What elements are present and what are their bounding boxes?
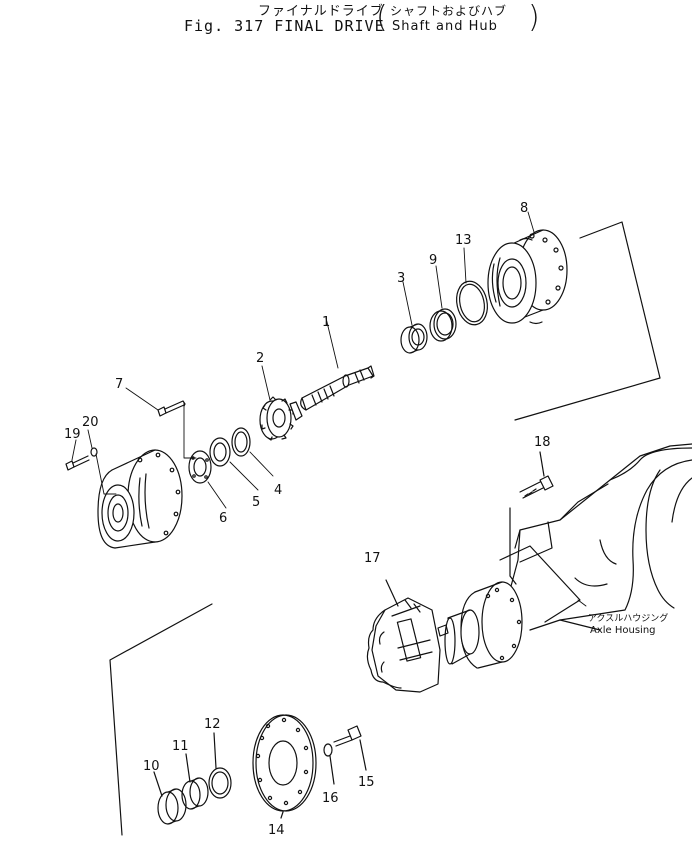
planet-carrier-housing: [97, 449, 183, 549]
axle-housing: [437, 443, 692, 669]
part-10-bearing-race: [153, 771, 187, 825]
title-english: Fig. 317 FINAL DRIVE: [184, 17, 385, 35]
callout-17: 17: [364, 551, 381, 566]
callout-6: 6: [219, 511, 227, 526]
part-18-bolt: [509, 451, 554, 585]
part-5-thrust-washer: [209, 437, 231, 467]
part-9-bearing-race: [429, 308, 457, 342]
part-6-cover-plate: [188, 450, 212, 484]
callout-13: 13: [455, 233, 472, 248]
callout-10: 10: [143, 759, 160, 774]
callout-7: 7: [115, 377, 123, 392]
callout-4: 4: [274, 483, 282, 498]
subtitle-english: Shaft and Hub: [392, 19, 498, 34]
callout-14: 14: [268, 823, 285, 838]
part-13-o-ring: [456, 280, 488, 326]
title-japanese: ファイナルドライブ: [258, 4, 384, 19]
part-2-gear: [259, 396, 303, 441]
part-19-bolt: [65, 455, 90, 471]
part-8-hub: [487, 229, 568, 325]
part-15-bolt: [333, 725, 367, 771]
callout-5: 5: [252, 495, 260, 510]
axle-housing-label-jp: アクスルハウジング: [588, 612, 668, 624]
part-16-washer: [323, 743, 335, 785]
assembly-boundary-lower: [109, 603, 213, 836]
figure-title: ファイナルドライブ Fig. 317 FINAL DRIVE ( シャフトおよび…: [180, 0, 550, 44]
part-20-washer: [90, 447, 98, 457]
callout-8: 8: [520, 201, 528, 216]
part-4-thrust-washer: [231, 427, 251, 457]
callout-15: 15: [358, 775, 375, 790]
assembly-boundary-upper: [514, 221, 661, 421]
axle-housing-leader: [577, 599, 587, 607]
subtitle-japanese: シャフトおよびハブ: [390, 4, 508, 18]
part-7-bolt: [157, 400, 186, 417]
callout-20: 20: [82, 415, 99, 430]
callout-1: 1: [322, 315, 330, 330]
part-11-bearing: [181, 753, 209, 810]
leader-lines-upper: [71, 211, 535, 509]
right-parenthesis: ): [528, 0, 540, 35]
part-12-seal-ring: [208, 732, 232, 799]
callout-2: 2: [256, 351, 264, 366]
left-parenthesis: (: [376, 0, 388, 35]
callout-11: 11: [172, 739, 189, 754]
axle-housing-label-en: Axle Housing: [590, 625, 656, 636]
callout-16: 16: [322, 791, 339, 806]
part-14-brake-disc: [252, 714, 317, 819]
callout-9: 9: [429, 253, 437, 268]
callout-3: 3: [397, 271, 405, 286]
part-3-bearing-cone: [400, 323, 428, 354]
part-17-brake-caliper: [366, 579, 441, 693]
callout-18: 18: [534, 435, 551, 450]
callout-19: 19: [64, 427, 81, 442]
part-1-shaft: [300, 365, 375, 411]
callout-12: 12: [204, 717, 221, 732]
